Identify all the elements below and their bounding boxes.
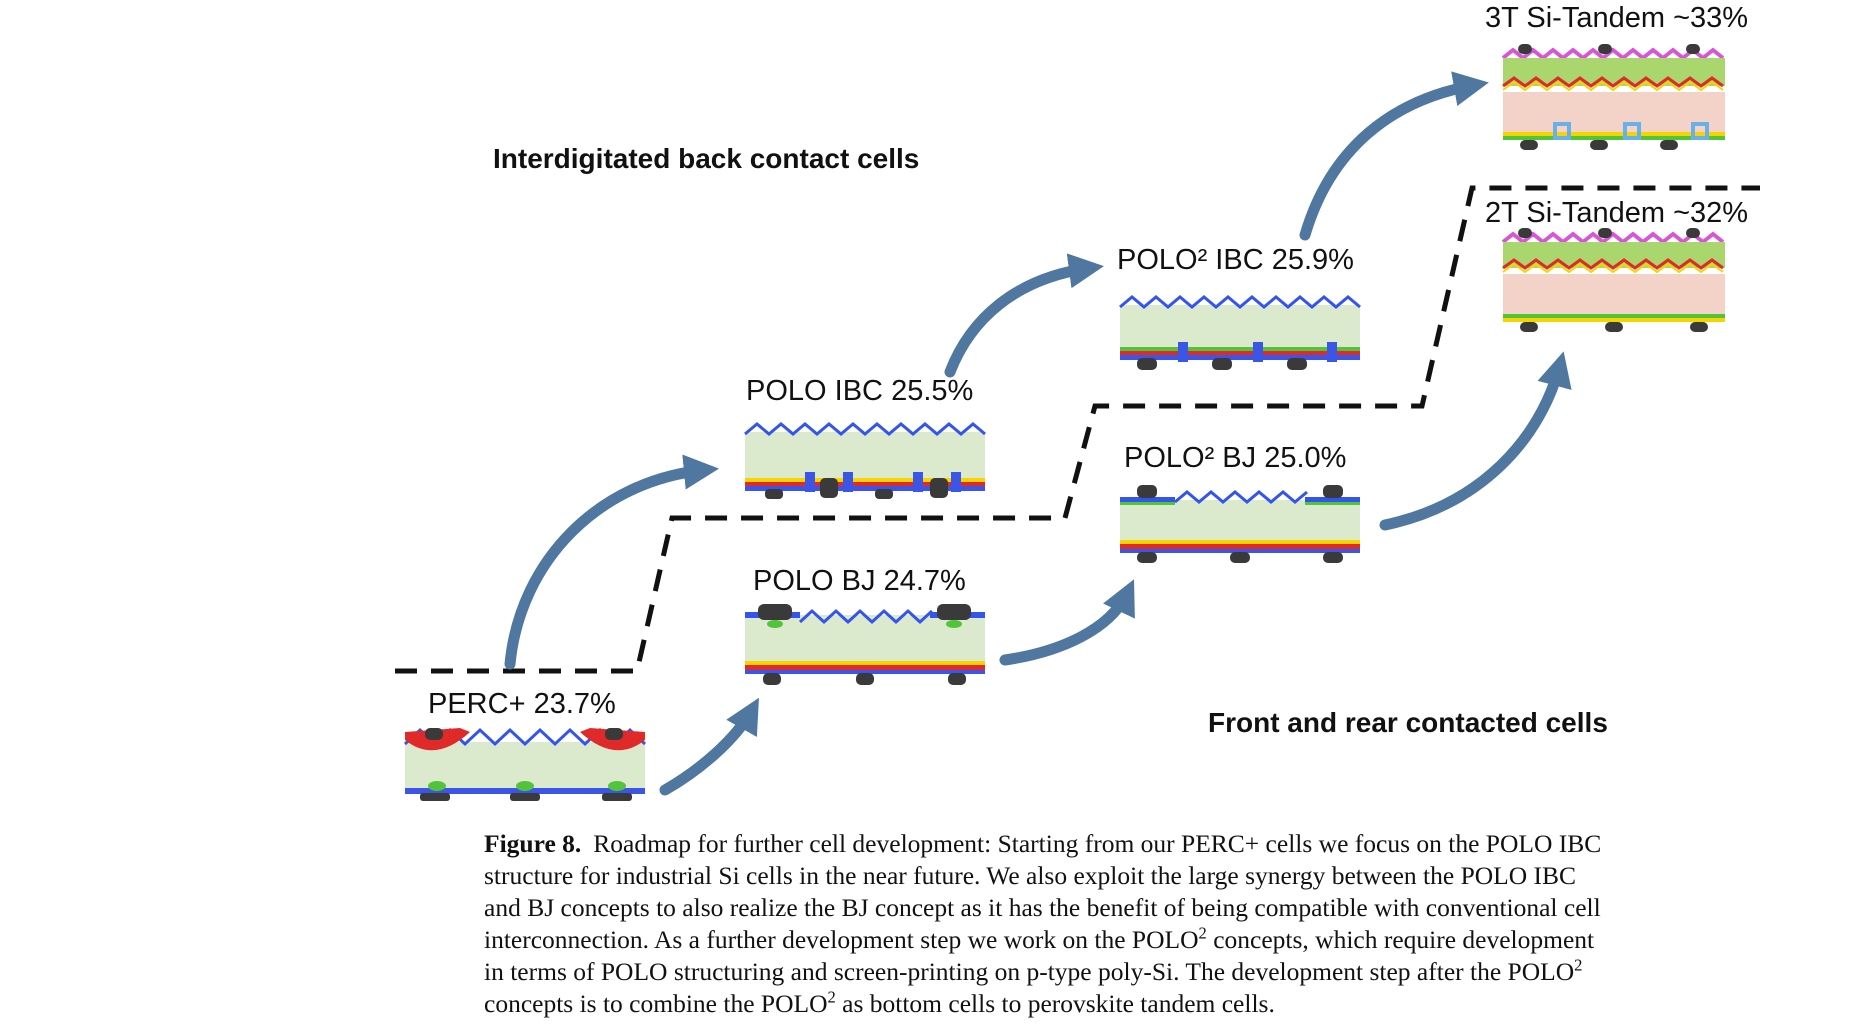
arrow-polo-ibc-to-polo2-ibc xyxy=(944,253,1104,378)
caption-line-3: and BJ concepts to also realize the BJ c… xyxy=(484,892,1734,924)
caption-text: concepts, which require development xyxy=(1206,925,1595,954)
polo2-bj-cell-efficiency: 25.0% xyxy=(1264,442,1347,474)
perc-cell-title: PERC+ 23.7% xyxy=(428,688,616,721)
tandem-2t-cell-schematic xyxy=(1501,228,1725,332)
polo-bj-cell-name: POLO BJ xyxy=(753,565,876,597)
caption-text: concepts is to combine the POLO xyxy=(484,989,828,1018)
caption-line-1: Figure 8. Roadmap for further cell develo… xyxy=(484,828,1734,860)
caption-text: and BJ concepts to also realize the BJ c… xyxy=(484,893,1601,922)
tandem-3t-cell-schematic xyxy=(1501,44,1725,150)
arrow-polo2-ibc-to-3t-tandem xyxy=(1299,71,1489,241)
category-divider-dashed-line xyxy=(395,185,1760,674)
caption-text: Roadmap for further cell development: St… xyxy=(593,829,1602,858)
caption-text: as bottom cells to perovskite tandem cel… xyxy=(835,989,1275,1018)
arrow-perc-to-polo-ibc xyxy=(504,454,720,670)
caption-line-4: interconnection. As a further developmen… xyxy=(484,924,1734,956)
figure-label: Figure 8. xyxy=(484,829,582,858)
ibc-section-label: Interdigitated back contact cells xyxy=(493,143,920,174)
tandem-2t-cell-efficiency: ~32% xyxy=(1673,197,1749,229)
polo2-ibc-cell-name: POLO² IBC xyxy=(1117,244,1264,276)
superscript: 2 xyxy=(1574,955,1583,975)
caption-line-5: in terms of POLO structuring and screen-… xyxy=(484,956,1734,988)
polo-bj-cell-title: POLO BJ 24.7% xyxy=(753,565,966,598)
polo2-ibc-cell-title: POLO² IBC 25.9% xyxy=(1117,244,1354,277)
polo-bj-cell-schematic xyxy=(745,604,985,685)
polo-ibc-cell-efficiency: 25.5% xyxy=(891,375,974,407)
figure-caption: Figure 8. Roadmap for further cell develo… xyxy=(484,828,1734,1020)
caption-text: in terms of POLO structuring and screen-… xyxy=(484,957,1575,986)
perc-cell-schematic xyxy=(403,727,647,801)
polo-bj-cell-efficiency: 24.7% xyxy=(883,565,966,597)
arrow-polo2-bj-to-2t-tandem xyxy=(1379,351,1572,531)
polo2-bj-cell-schematic xyxy=(1120,485,1360,563)
caption-text: structure for industrial Si cells in the… xyxy=(484,861,1577,890)
perc-cell-efficiency: 23.7% xyxy=(533,688,616,720)
caption-line-2: structure for industrial Si cells in the… xyxy=(484,860,1734,892)
arrow-polo-bj-to-polo2-bj xyxy=(999,579,1135,666)
polo2-ibc-cell-efficiency: 25.9% xyxy=(1271,244,1354,276)
polo2-bj-cell-name: POLO² BJ xyxy=(1124,442,1257,474)
superscript: 2 xyxy=(1198,923,1207,943)
polo-ibc-cell-name: POLO IBC xyxy=(746,375,883,407)
tandem-2t-cell-title: 2T Si-Tandem ~32% xyxy=(1485,197,1748,230)
superscript: 2 xyxy=(827,987,836,1007)
front-rear-section-label: Front and rear contacted cells xyxy=(1208,707,1608,738)
perc-cell-name: PERC+ xyxy=(428,688,526,720)
polo2-ibc-cell-schematic xyxy=(1119,295,1361,370)
polo2-bj-cell-title: POLO² BJ 25.0% xyxy=(1124,442,1346,475)
caption-line-6: concepts is to combine the POLO2 as bott… xyxy=(484,988,1734,1020)
tandem-3t-cell-title: 3T Si-Tandem ~33% xyxy=(1485,2,1748,35)
arrow-perc-to-polo-bj xyxy=(659,697,759,796)
tandem-3t-cell-efficiency: ~33% xyxy=(1673,2,1749,34)
caption-text: interconnection. As a further developmen… xyxy=(484,925,1199,954)
tandem-3t-cell-name: 3T Si-Tandem xyxy=(1485,2,1665,34)
polo-ibc-cell-schematic xyxy=(744,422,986,499)
tandem-2t-cell-name: 2T Si-Tandem xyxy=(1485,197,1665,229)
polo-ibc-cell-title: POLO IBC 25.5% xyxy=(746,375,973,408)
